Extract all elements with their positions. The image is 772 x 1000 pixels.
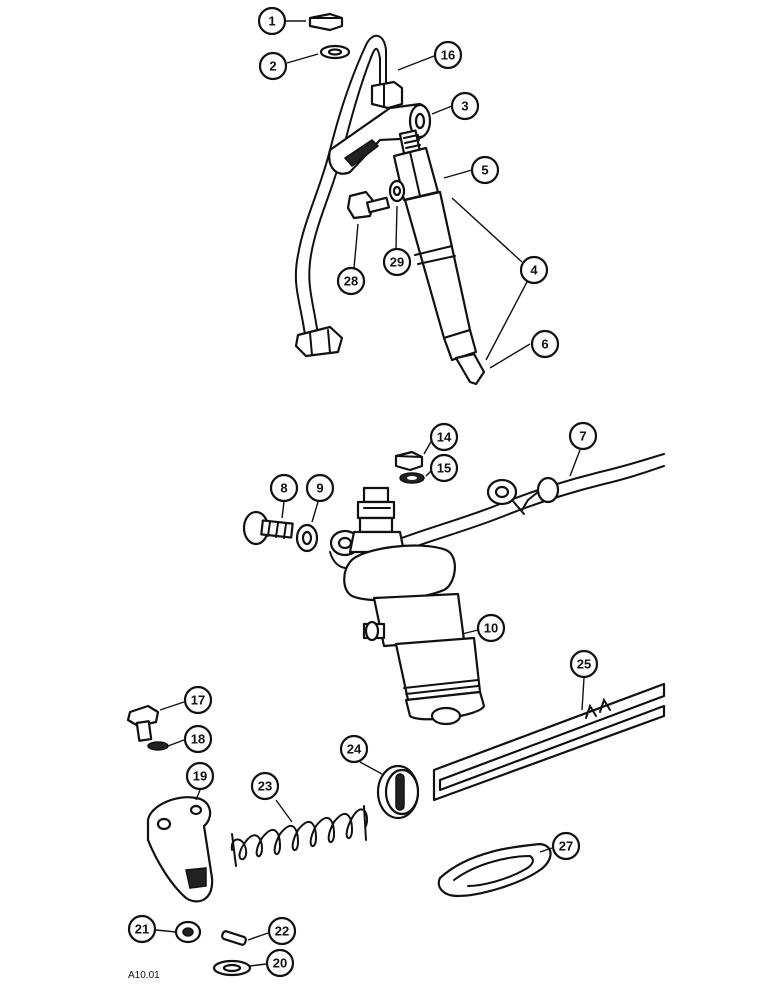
svg-text:2: 2: [269, 59, 276, 74]
part-19-lever: [146, 796, 214, 903]
part-27-gasket: [437, 842, 552, 898]
leader-lines: [155, 20, 585, 967]
pipe-end-nut: [294, 325, 344, 358]
callout-10: 10: [476, 613, 506, 643]
part-28-bolt: [346, 190, 391, 220]
svg-text:27: 27: [559, 839, 573, 854]
callout-28: 28: [336, 266, 366, 296]
callout-7: 7: [568, 421, 598, 451]
pump-side-fitting: [362, 620, 386, 642]
callout-1: 1: [257, 6, 287, 36]
part-5-injector-body: [392, 129, 486, 386]
callout-17: 17: [183, 685, 213, 715]
part-8-bolt: [242, 510, 294, 546]
svg-text:19: 19: [193, 769, 207, 784]
svg-text:28: 28: [344, 274, 358, 289]
injection-pump-assembly: [242, 450, 665, 726]
callout-22: 22: [267, 916, 297, 946]
svg-text:9: 9: [316, 481, 323, 496]
callout-25: 25: [569, 649, 599, 679]
svg-text:14: 14: [437, 430, 452, 445]
part-14-nut: [394, 450, 424, 472]
svg-text:21: 21: [135, 922, 149, 937]
figure-reference: A10.01: [128, 970, 160, 981]
svg-text:10: 10: [484, 621, 498, 636]
part-17-bolt: [126, 704, 160, 742]
callout-19: 19: [185, 761, 215, 791]
part-3-banjo: [328, 102, 432, 175]
svg-text:18: 18: [191, 732, 205, 747]
svg-text:23: 23: [258, 779, 272, 794]
callout-16: 16: [433, 40, 463, 70]
svg-text:24: 24: [347, 742, 362, 757]
svg-text:16: 16: [441, 48, 455, 63]
callout-27: 27: [551, 831, 581, 861]
part-23-spring: [230, 805, 368, 867]
callout-5: 5: [470, 155, 500, 185]
svg-text:25: 25: [577, 657, 591, 672]
part-24-cap: [376, 764, 420, 820]
injector-assembly: [294, 12, 486, 386]
callout-20: 20: [265, 948, 295, 978]
callout-6: 6: [530, 329, 560, 359]
callout-18: 18: [183, 724, 213, 754]
callout-15: 15: [429, 453, 459, 483]
callout-9: 9: [305, 473, 335, 503]
svg-text:3: 3: [461, 99, 468, 114]
svg-text:22: 22: [275, 924, 289, 939]
svg-text:1: 1: [268, 14, 275, 29]
svg-text:17: 17: [191, 693, 205, 708]
svg-text:20: 20: [273, 956, 287, 971]
callouts: 1 2 16 3 5 28 29 4 6 14 15 7 8 9 10 25 1…: [127, 6, 599, 978]
callout-29: 29: [382, 247, 412, 277]
svg-text:5: 5: [481, 163, 488, 178]
pipe-clip: [521, 476, 560, 511]
callout-24: 24: [339, 734, 369, 764]
part-7-delivery-pipe: [385, 453, 665, 545]
callout-14: 14: [429, 422, 459, 452]
callout-23: 23: [250, 771, 280, 801]
callout-21: 21: [127, 914, 157, 944]
svg-text:15: 15: [437, 461, 451, 476]
part-16-union-nut: [370, 80, 404, 110]
pipe-banjo-fitting: [486, 478, 525, 515]
svg-text:29: 29: [390, 255, 404, 270]
part-21-roller: [174, 920, 202, 944]
svg-text:7: 7: [579, 429, 586, 444]
callout-2: 2: [258, 51, 288, 81]
part-1-nut: [308, 12, 344, 32]
part-25-control-rod: [432, 682, 666, 802]
control-assembly: [126, 682, 666, 977]
part-18-washer: [147, 741, 169, 751]
svg-text:6: 6: [541, 337, 548, 352]
svg-text:4: 4: [530, 263, 538, 278]
callout-3: 3: [450, 91, 480, 121]
part-10-pump-body: [343, 486, 486, 726]
callout-8: 8: [269, 473, 299, 503]
callout-4: 4: [519, 255, 549, 285]
svg-text:8: 8: [280, 481, 287, 496]
part-22-pin: [221, 930, 247, 946]
